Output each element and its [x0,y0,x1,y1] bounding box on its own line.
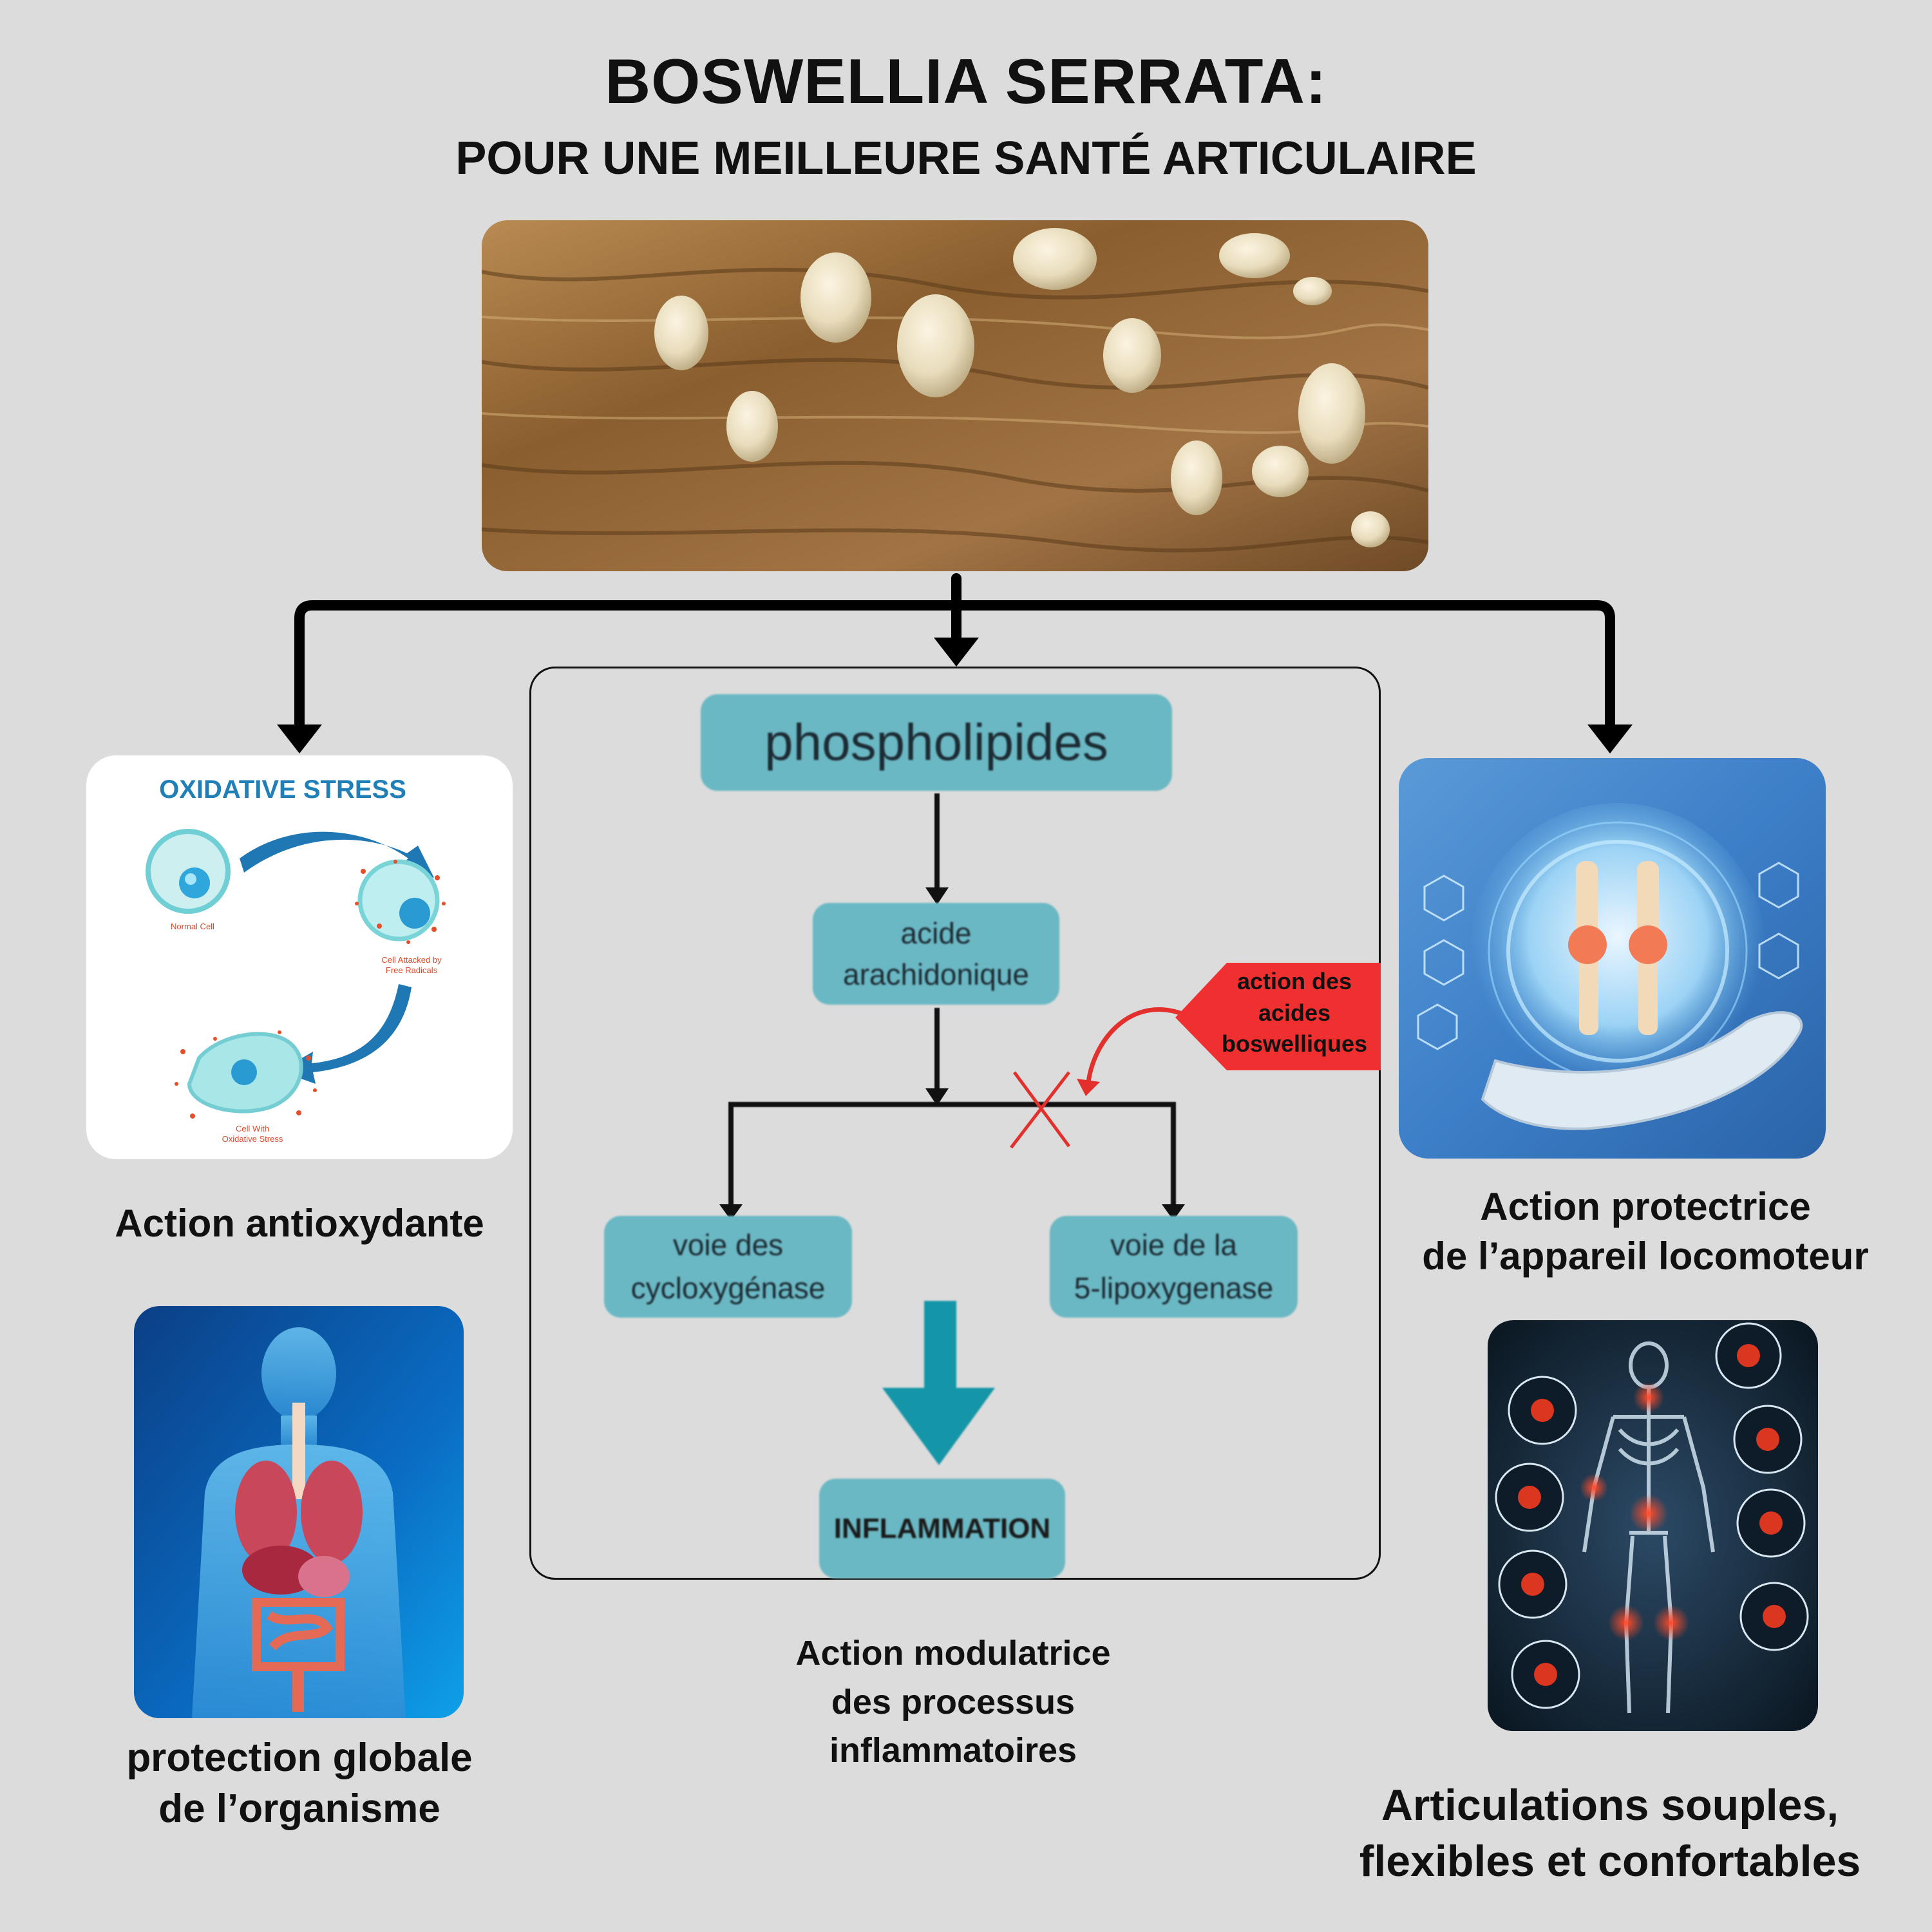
main-title: BOSWELLIA SERRATA: [605,46,1327,117]
inflammation-box: INFLAMMATION [819,1479,1065,1578]
phospholipides-box: phospholipides [701,694,1172,791]
caption-protection-globale: protection globale de l’organisme [126,1736,473,1832]
lungs-icon [235,1461,363,1564]
intestines-icon [252,1598,345,1671]
knee-joints-icon [1568,861,1667,1035]
skeleton-joints-image [1488,1320,1818,1731]
boswellic-callout-text: action des acides boswelliques [1221,968,1368,1057]
locomotor-protection-image [1399,758,1826,1159]
lipoxygenase-pathway-box: voie de la 5-lipoxygenase [1050,1216,1298,1318]
stressed-cell-icon [175,1030,317,1119]
boswellic-callout-shape [1175,963,1381,1070]
connector-arrows [277,573,1633,753]
inhibition-arrow-icon [1086,1007,1185,1083]
caption-modulatrice: Action modulatrice des processus inflamm… [795,1634,1111,1770]
cyclooxygenase-pathway-box: voie des cycloxygénase [604,1216,852,1318]
resin-photo [482,220,1428,571]
attacked-cell-label: Cell Attacked by [381,955,442,965]
attacked-cell-label: Free Radicals [386,965,438,975]
acide-arachidonique-box: acide arachidonique [813,903,1059,1005]
liver-stomach-icon [242,1546,350,1597]
subtitle: POUR UNE MEILLEURE SANTÉ ARTICULAIRE [455,133,1477,184]
stressed-cell-label: Cell With [236,1124,269,1133]
teal-down-arrow-icon [882,1301,995,1465]
caption-protectrice: Action protectrice de l’appareil locomot… [1422,1185,1869,1278]
blocked-x-icon [1010,1071,1071,1149]
oxidative-stress-heading: OXIDATIVE STRESS [159,775,406,804]
human-anatomy-image [134,1306,464,1718]
normal-cell-icon [146,829,231,914]
stressed-cell-label: Oxidative Stress [222,1134,283,1144]
caption-articulations: Articulations souples, flexibles et conf… [1359,1781,1861,1886]
curved-arrow-icon [240,831,434,878]
normal-cell-label: Normal Cell [171,922,214,931]
gloved-hand-icon [1481,1011,1803,1130]
flowchart-lines [719,793,1381,1465]
oxidative-stress-card: OXIDATIVE STRESS Normal Cell Cell Attack… [86,755,513,1159]
attacked-cell-icon [355,859,446,944]
caption-antioxydante: Action antioxydante [115,1202,484,1245]
